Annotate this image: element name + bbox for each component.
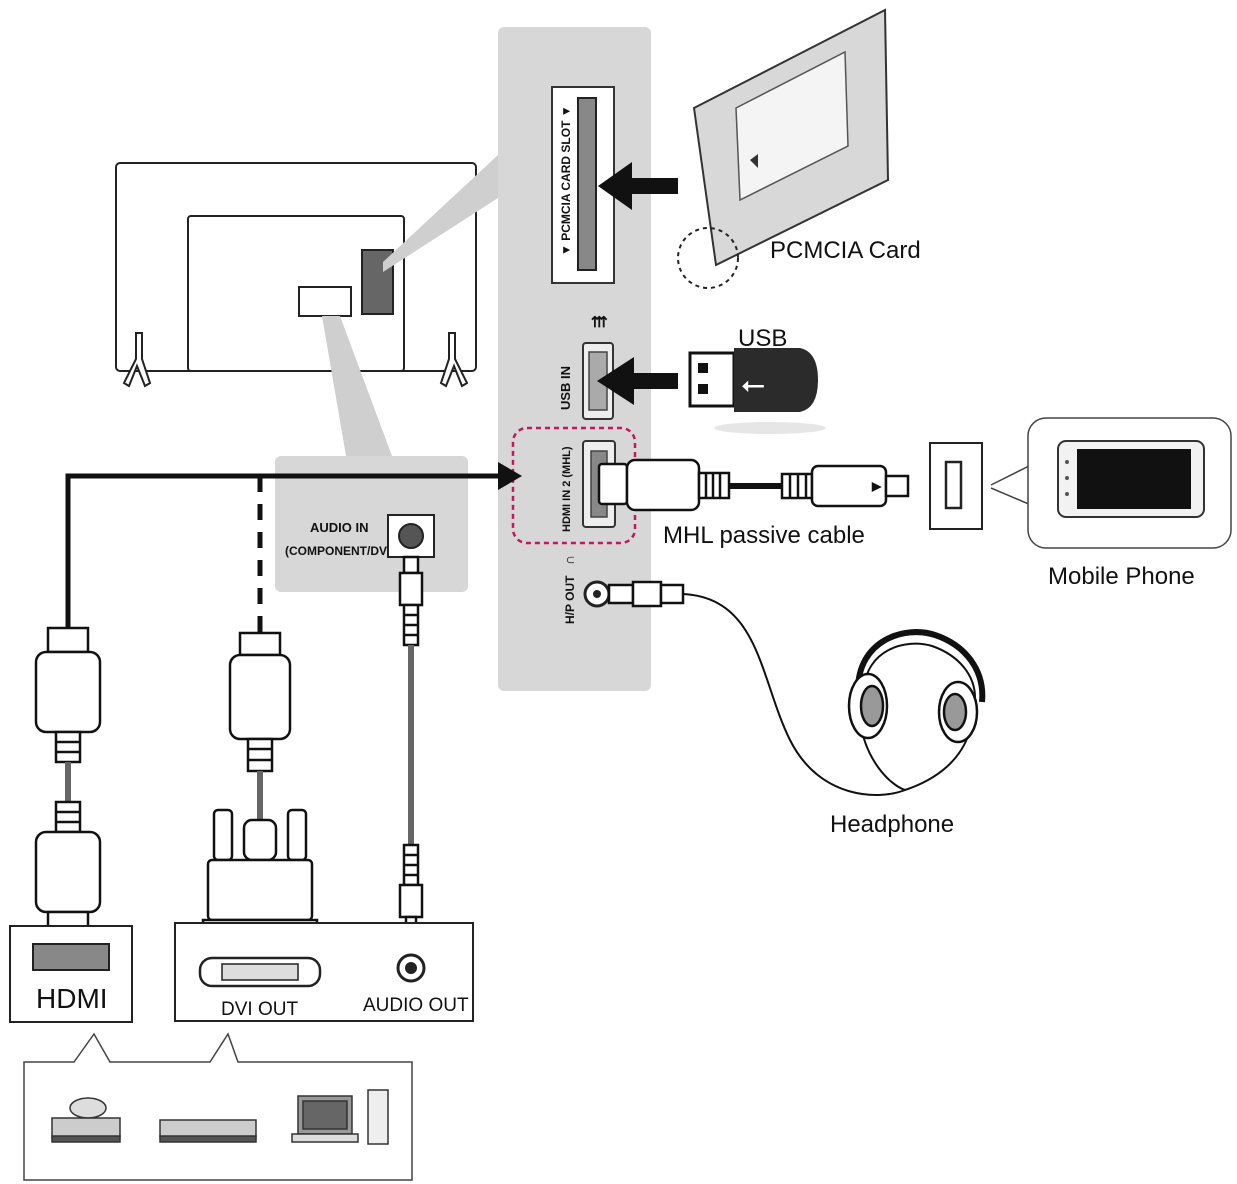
audio-in-jack-hole (398, 523, 424, 549)
dvd-player-icon (51, 1097, 121, 1143)
mhl-cable-icon (597, 458, 910, 512)
hdmi-source-panel (9, 925, 133, 1023)
usb-label: USB (738, 325, 787, 352)
callout-bottom (322, 316, 392, 456)
usb-in-label: USB IN (558, 366, 573, 410)
phone-callout (990, 463, 1032, 507)
audio-in-sublabel: (COMPONENT/DVI) (285, 544, 394, 558)
mobile-phone-label: Mobile Phone (1048, 563, 1195, 590)
dvi-out-label: DVI OUT (221, 999, 298, 1020)
device-bubble (23, 1032, 413, 1181)
pc-icon (291, 1089, 389, 1145)
mhl-highlight (511, 426, 637, 545)
hdmi-cable-line (65, 473, 500, 628)
hp-out-label: H/P OUT (563, 575, 577, 624)
mhl-cable-label: MHL passive cable (663, 522, 865, 549)
hdmi-in2-label: HDMI IN 2 (MHL) (561, 446, 573, 532)
tv-rear-icon (115, 162, 477, 388)
audio-plug-icon (398, 555, 424, 943)
mobile-phone-icon (1057, 440, 1205, 518)
audio-out-label: AUDIO OUT (363, 995, 469, 1016)
headphone-label: Headphone (830, 811, 954, 838)
set-top-box-icon (159, 1119, 257, 1143)
insert-arrow-pcmcia (598, 162, 678, 210)
headphone-icon (847, 629, 986, 744)
audio-out-jack-hole (405, 962, 417, 974)
audio-in-label: AUDIO IN (310, 520, 369, 535)
headphone-symbol-icon: ∩ (561, 555, 577, 565)
hdmi-label: HDMI (36, 983, 108, 1014)
svg-text:⭠: ⭠ (741, 367, 765, 402)
dvi-out-port-pins (221, 963, 299, 981)
phone-port[interactable] (944, 460, 963, 510)
pcmcia-card-label: PCMCIA Card (770, 237, 921, 264)
hdmi-cable-arrow (498, 462, 522, 490)
insert-arrow-usb (597, 357, 678, 405)
hdmi-source-port[interactable] (32, 943, 110, 971)
usb-stick-icon: ⭠ (688, 348, 826, 434)
usb-symbol-icon: ⇶ (591, 315, 608, 328)
dvi-plug-icon (201, 631, 319, 946)
hp-out-jack-hole (593, 590, 601, 598)
hdmi-plug-icon (34, 626, 102, 938)
pcmcia-card-icon (677, 8, 890, 289)
headphone-cable (607, 580, 973, 796)
pcmcia-slot[interactable] (577, 97, 597, 271)
callout-top (383, 155, 498, 272)
pcmcia-slot-label: ▼ PCMCIA CARD SLOT ▼ (559, 105, 573, 256)
